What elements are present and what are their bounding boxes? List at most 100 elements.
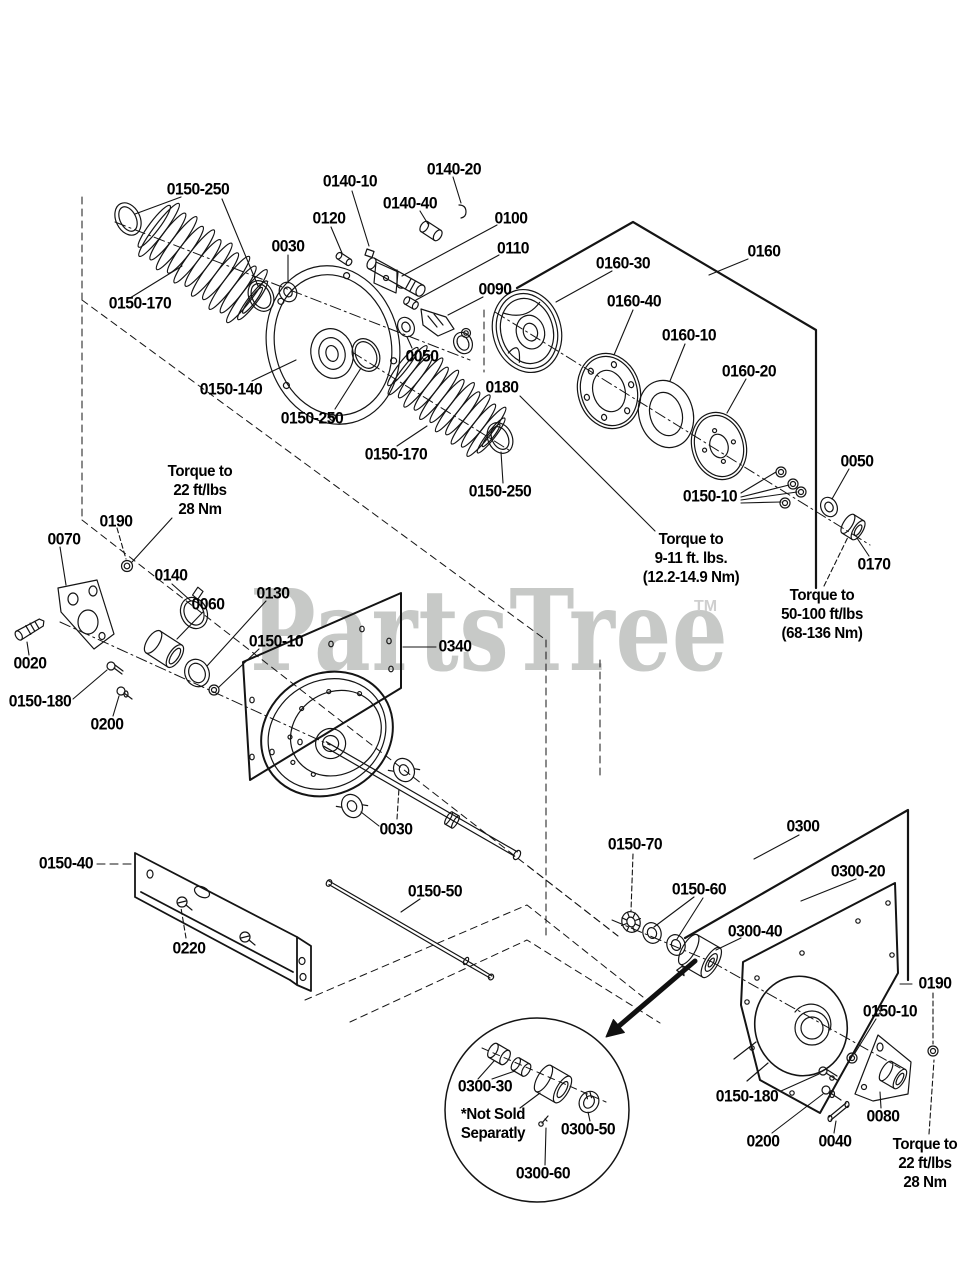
part-callout-0200: 0200 [746,1132,780,1151]
part-callout-0190: 0190 [918,974,952,993]
bellows-boot-lower [387,344,507,458]
part-callout-0180: 0180 [485,378,519,397]
bushing-assembly-large [533,1064,573,1104]
mount-plate-0100 [373,261,404,294]
part-callout-0150-180: 0150-180 [8,692,72,711]
boot-end-cap-lower [486,422,514,454]
part-callout-0150-250: 0150-250 [468,482,532,501]
spacer-0060 [143,629,185,669]
detail-inset-circle [444,1017,630,1203]
grease-screw-0300-60 [538,1115,549,1127]
part-callout-0150-10: 0150-10 [682,487,738,506]
partstree-watermark: PartsTree [250,566,729,697]
nut-0190-left [120,559,134,573]
part-callout-0130: 0130 [256,584,290,603]
part-callout-0220: 0220 [172,939,206,958]
bushing-0300-30-b [510,1057,532,1077]
nut-0190-bottom [927,1045,939,1057]
plate-0160-40 [576,352,642,430]
part-callout-0150-10: 0150-10 [248,632,304,651]
part-callout-0170: 0170 [857,555,891,574]
spacer-0140-40 [419,220,443,242]
bellows-boot-upper [137,202,268,324]
pulley-0160-30 [491,288,563,374]
part-callout-0140: 0140 [154,566,188,585]
washer-0150-60-a [642,922,662,944]
screw-0220-a [176,896,193,911]
bolt-0150-180-bottom [818,1066,838,1081]
clutch-shaft [366,257,426,297]
part-callout-0110: 0110 [496,239,530,258]
pulley-group-outline [515,220,818,590]
part-callout-0030: 0030 [271,237,305,256]
seal-0300-50 [578,1090,600,1114]
part-callout-0020: 0020 [13,654,47,673]
part-callout-0150-250: 0150-250 [166,180,230,199]
dashed-leader-lines [96,527,935,1135]
bolt-0200-left [116,686,133,700]
nut-0150-10-bottom [846,1052,858,1064]
part-callout-0150-180: 0150-180 [715,1087,779,1106]
part-callout-0140-40: 0140-40 [382,194,438,213]
bracket-0070 [57,579,115,650]
snap-ring-lower [351,338,381,372]
part-callout-0140-20: 0140-20 [426,160,482,179]
part-callout-0300-40: 0300-40 [727,922,783,941]
boot-end-cap [114,202,142,236]
washer-0050-right [819,496,839,518]
bracket-0080 [854,1034,912,1102]
part-callout-0300-50: 0300-50 [560,1120,616,1139]
ring-0180 [452,331,474,355]
bolt-0200-bottom [821,1085,842,1101]
part-callout-0050: 0050 [840,452,874,471]
part-callout-0160-30: 0160-30 [595,254,651,273]
part-callout-0150-40: 0150-40 [38,854,94,873]
part-callout-0200: 0200 [90,715,124,734]
trademark-symbol: TM [694,598,718,615]
part-callout-0300-60: 0300-60 [515,1164,571,1183]
bolt-0150-180-left [106,661,124,675]
rod-0150-50 [325,879,495,981]
star-washer-0150-70 [621,911,641,933]
gearbox-output-shaft [323,741,522,861]
ring-0160-10 [637,379,695,449]
snap-ring-upper [247,280,275,312]
part-callout-0300-30: 0300-30 [457,1077,513,1096]
part-callout-0140-10: 0140-10 [322,172,378,191]
part-callout-0150-60: 0150-60 [671,880,727,899]
part-callout-0080: 0080 [866,1107,900,1126]
part-callout-0160-10: 0160-10 [661,326,717,345]
key-0140-10 [364,248,375,259]
gearbox-housing [260,670,394,798]
part-callout-0160-20: 0160-20 [721,362,777,381]
part-callout-0150-170: 0150-170 [364,445,428,464]
gearbox-plate-holes [249,625,394,761]
part-callout-0070: 0070 [47,530,81,549]
clip-0140-20 [458,204,467,219]
part-callout-0050: 0050 [405,347,439,366]
screw-0220-b [239,931,256,946]
part-callout-0150-250: 0150-250 [280,409,344,428]
part-callout-0150-50: 0150-50 [407,882,463,901]
part-callout-0060: 0060 [191,595,225,614]
part-callout-0150-70: 0150-70 [607,835,663,854]
part-callout-0300: 0300 [786,817,820,836]
nut-0150-10-left [208,684,220,696]
washer-0050-upper [396,316,416,338]
flange-bearing-0030-b [387,757,421,783]
part-callout-0150-140: 0150-140 [199,380,263,399]
nut-0170 [840,513,866,541]
idler-arm-0090 [420,308,455,337]
part-callout-0040: 0040 [818,1132,852,1151]
pin-0120 [335,251,353,267]
part-callout-0190: 0190 [99,512,133,531]
flange-bearing-0030-a [335,793,369,819]
bearing-housing-0300-40 [676,933,723,979]
part-callout-0340: 0340 [438,637,472,656]
